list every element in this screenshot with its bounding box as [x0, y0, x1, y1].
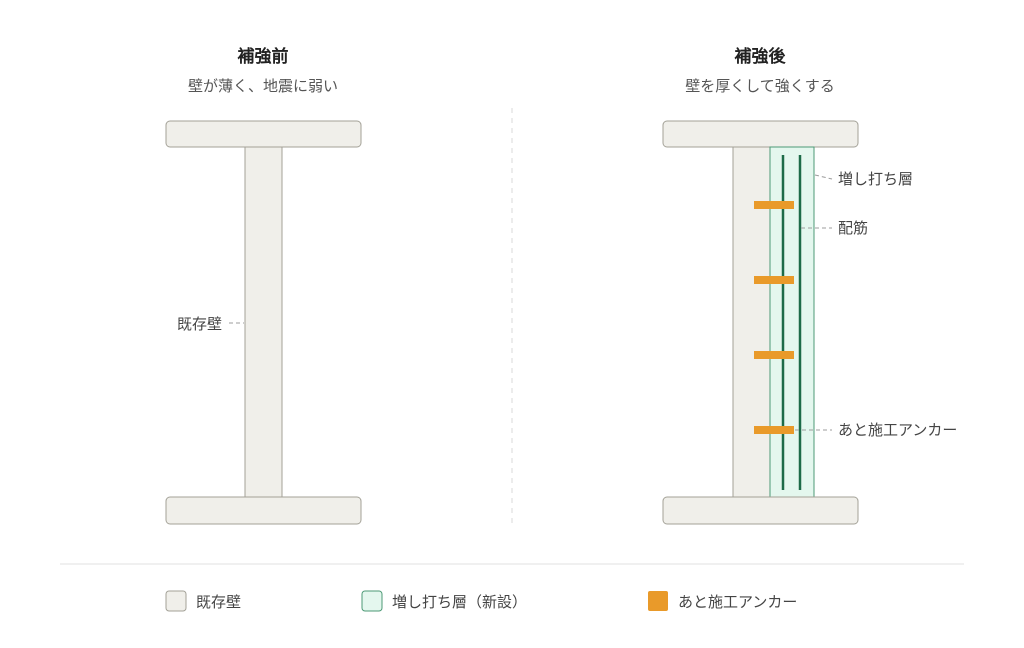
legend: 既存壁 増し打ち層（新設） あと施工アンカー: [165, 590, 797, 612]
before-bottom-slab: [165, 496, 362, 525]
before-title: 補強前: [237, 46, 289, 67]
after-panel: 補強後 壁を厚くして強くする 増し打ち層 配筋 あと施工アンカー: [662, 46, 957, 525]
anchor-group: [754, 201, 794, 434]
before-top-slab: [165, 120, 362, 148]
after-added-layer: [769, 146, 815, 498]
before-existing-wall: [244, 146, 283, 498]
legend-new-swatch: [361, 590, 383, 612]
legend-existing-label: 既存壁: [196, 593, 241, 611]
legend-new-label: 増し打ち層（新設）: [392, 593, 527, 611]
anchor-bar: [754, 276, 794, 284]
legend-existing-swatch: [165, 590, 187, 612]
before-panel: 補強前 壁が薄く、地震に弱い 既存壁: [165, 46, 362, 525]
legend-anchor-swatch: [648, 591, 668, 611]
anchor-bar: [754, 426, 794, 434]
before-existing-wall-label: 既存壁: [177, 315, 222, 333]
after-subtitle: 壁を厚くして強くする: [685, 77, 835, 95]
anchor-bar: [754, 201, 794, 209]
after-existing-wall: [732, 146, 771, 498]
anchor-bar: [754, 351, 794, 359]
after-top-slab: [662, 120, 859, 148]
legend-anchor-label: あと施工アンカー: [678, 593, 797, 611]
anchor-label: あと施工アンカー: [838, 421, 957, 439]
added-layer-leader: [814, 174, 833, 180]
after-title: 補強後: [734, 46, 787, 67]
rebar-label: 配筋: [838, 219, 868, 237]
before-subtitle: 壁が薄く、地震に弱い: [188, 77, 338, 95]
after-bottom-slab: [662, 496, 859, 525]
added-layer-label: 増し打ち層: [838, 170, 913, 188]
